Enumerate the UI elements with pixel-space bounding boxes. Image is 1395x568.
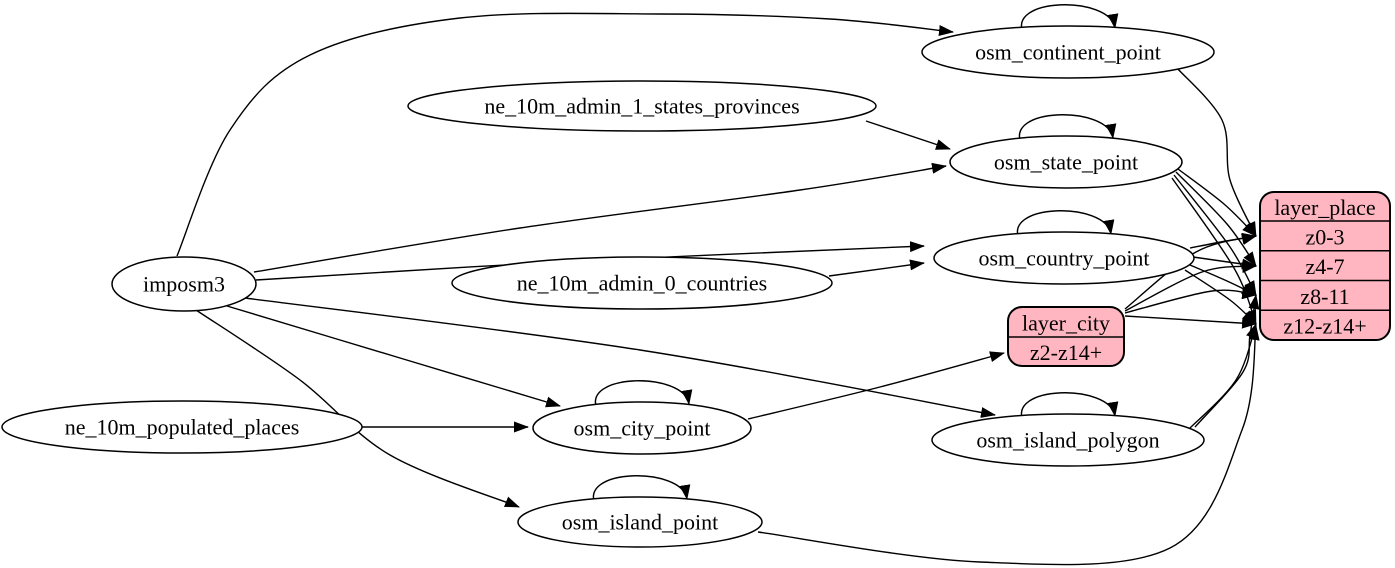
table-node-osm-state-point-shape <box>949 135 1183 189</box>
edge-layer-city-to-layer-place-z12-z14- <box>1124 315 1257 329</box>
edge-osm-island-polygon-to-layer-place-z12-z14- <box>1187 323 1257 431</box>
layer-node-layer-place: layer_place z0-3 z4-7 z8-11 z12-z14+ <box>1259 191 1391 341</box>
table-node-imposm3-label: imposm3 <box>143 272 225 297</box>
edge-layer-city-to-layer-place-z0-3 <box>1124 234 1257 310</box>
layer-node-layer-place-zoom-row: z0-3 <box>1305 224 1344 249</box>
table-node-ne-10m-admin-1-states-provinces: ne_10m_admin_1_states_provinces <box>407 80 877 132</box>
self-loop-osm-city-point <box>594 380 693 412</box>
self-loop-osm-island-polygon <box>1020 392 1119 424</box>
table-node-ne-10m-admin-1-states-provinces-label: ne_10m_admin_1_states_provinces <box>484 94 799 119</box>
edge-osm-continent-point-to-layer-place-z0-3 <box>1176 67 1257 237</box>
table-node-osm-state-point: osm_state_point <box>949 135 1183 189</box>
table-node-osm-island-point-shape <box>517 496 763 548</box>
edge-osm-state-point-to-layer-place-z4-7 <box>1175 171 1257 267</box>
layer-node-layer-place-zoom-row: z8-11 <box>1300 284 1349 309</box>
table-node-osm-city-point-label: osm_city_point <box>574 416 711 441</box>
edge-imposm3-to-osm-city-point <box>226 305 561 408</box>
table-node-osm-country-point-label: osm_country_point <box>978 246 1149 271</box>
table-node-imposm3-shape <box>111 256 257 312</box>
self-loop-osm-continent-point <box>1020 4 1119 36</box>
table-node-imposm3: imposm3 <box>111 256 257 312</box>
table-node-osm-island-polygon-shape <box>931 413 1205 467</box>
table-node-osm-continent-point-label: osm_continent_point <box>975 40 1161 65</box>
table-node-osm-city-point-shape <box>532 401 752 455</box>
self-loop-osm-island-point <box>592 475 691 507</box>
edge-layer-city-to-layer-place-z4-7 <box>1124 262 1257 312</box>
table-node-osm-island-polygon: osm_island_polygon <box>931 413 1205 467</box>
table-node-ne-10m-admin-0-countries-label: ne_10m_admin_0_countries <box>517 271 768 296</box>
edge-imposm3-to-osm-continent-point <box>176 12 954 257</box>
self-loop-osm-state-point <box>1018 114 1117 146</box>
layer-node-layer-place-zoom-row: z4-7 <box>1305 254 1344 279</box>
edge-ne-10m-admin-0-countries-to-osm-country-point <box>828 259 925 277</box>
edge-ne-10m-admin-1-states-provinces-to-osm-state-point <box>865 120 951 150</box>
table-node-osm-continent-point: osm_continent_point <box>921 25 1215 79</box>
edge-osm-island-polygon-to-layer-place-z8-11 <box>1194 294 1260 428</box>
edge-imposm3-to-osm-island-polygon <box>244 297 996 418</box>
table-node-ne-10m-populated-places-shape <box>1 400 363 454</box>
edge-osm-state-point-to-layer-place-z8-11 <box>1173 174 1257 296</box>
edge-osm-country-point-to-layer-place-z4-7 <box>1192 256 1257 270</box>
self-loop-osm-country-point <box>1016 210 1115 242</box>
table-node-ne-10m-admin-0-countries: ne_10m_admin_0_countries <box>451 256 833 310</box>
edge-imposm3-to-osm-state-point <box>253 162 947 273</box>
table-node-ne-10m-admin-0-countries-shape <box>451 256 833 310</box>
table-node-osm-island-point: osm_island_point <box>517 496 763 548</box>
layer-node-layer-city-header: layer_city <box>1022 311 1110 336</box>
layer-node-layer-place-shape <box>1259 191 1391 341</box>
layer-node-layer-city-zoom-row: z2-z14+ <box>1030 340 1102 365</box>
table-node-osm-city-point: osm_city_point <box>532 401 752 455</box>
edge-osm-state-point-to-layer-place-z0-3 <box>1177 168 1257 237</box>
table-node-osm-country-point-shape <box>933 231 1195 285</box>
edge-osm-city-point-to-layer-city-z2-z14- <box>747 351 1005 420</box>
table-node-ne-10m-admin-1-states-provinces-shape <box>407 80 877 132</box>
table-node-osm-island-point-label: osm_island_point <box>562 510 718 535</box>
table-node-ne-10m-populated-places: ne_10m_populated_places <box>1 400 363 454</box>
table-node-osm-continent-point-shape <box>921 25 1215 79</box>
table-node-osm-country-point: osm_country_point <box>933 231 1195 285</box>
edge-osm-island-point-to-layer-place-z12-z14- <box>757 325 1260 566</box>
layer-node-layer-place-zoom-row: z12-z14+ <box>1283 314 1366 339</box>
table-node-ne-10m-populated-places-label: ne_10m_populated_places <box>65 415 300 440</box>
edge-layer-city-to-layer-place-z8-11 <box>1124 288 1257 314</box>
table-node-osm-state-point-label: osm_state_point <box>994 150 1138 175</box>
layer-node-layer-place-header: layer_place <box>1274 195 1375 220</box>
table-node-osm-island-polygon-label: osm_island_polygon <box>976 428 1159 453</box>
layer-node-layer-city: layer_city z2-z14+ <box>1007 306 1125 367</box>
